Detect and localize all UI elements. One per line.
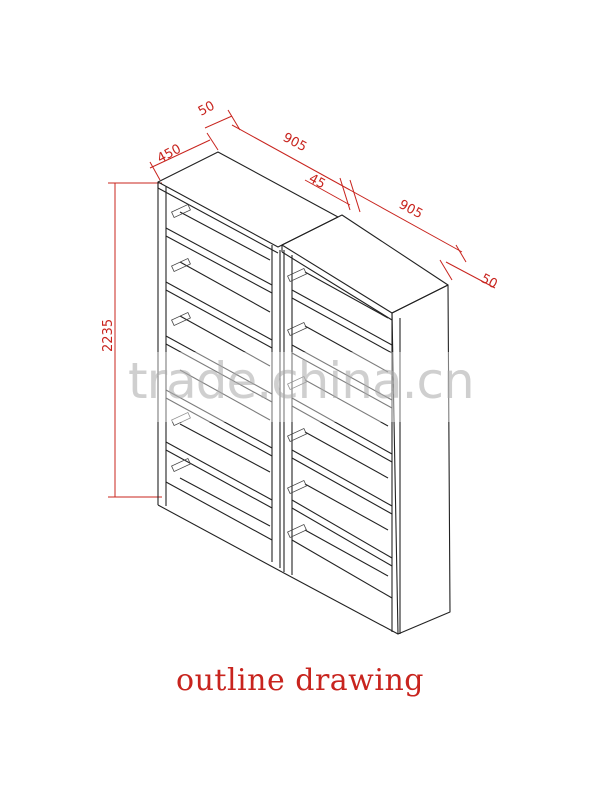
dimension-labels: 2235 450 50 905 45 905 50: [101, 99, 500, 352]
shelves-right: [291, 271, 393, 599]
top-panel-left: [157, 151, 339, 248]
drawing-caption: outline drawing: [176, 663, 424, 698]
side-slots-right: [287, 267, 307, 539]
depth-50-top-label: 50: [196, 99, 218, 120]
height-label: 2235: [101, 319, 116, 352]
dimension-lines: [108, 109, 496, 498]
side-slots-left: [171, 203, 191, 473]
shelves-left: [165, 211, 273, 541]
end-panel-right: [391, 284, 451, 635]
depth-50-right-label: 50: [478, 271, 500, 292]
shelf-unit-right: [281, 214, 451, 635]
depth-450-label: 450: [155, 142, 184, 167]
shelf-unit-left: [157, 151, 339, 573]
watermark: trade.china.cn: [128, 352, 488, 422]
gap-45-label: 45: [306, 171, 328, 192]
width-905-first-label: 905: [280, 130, 309, 155]
